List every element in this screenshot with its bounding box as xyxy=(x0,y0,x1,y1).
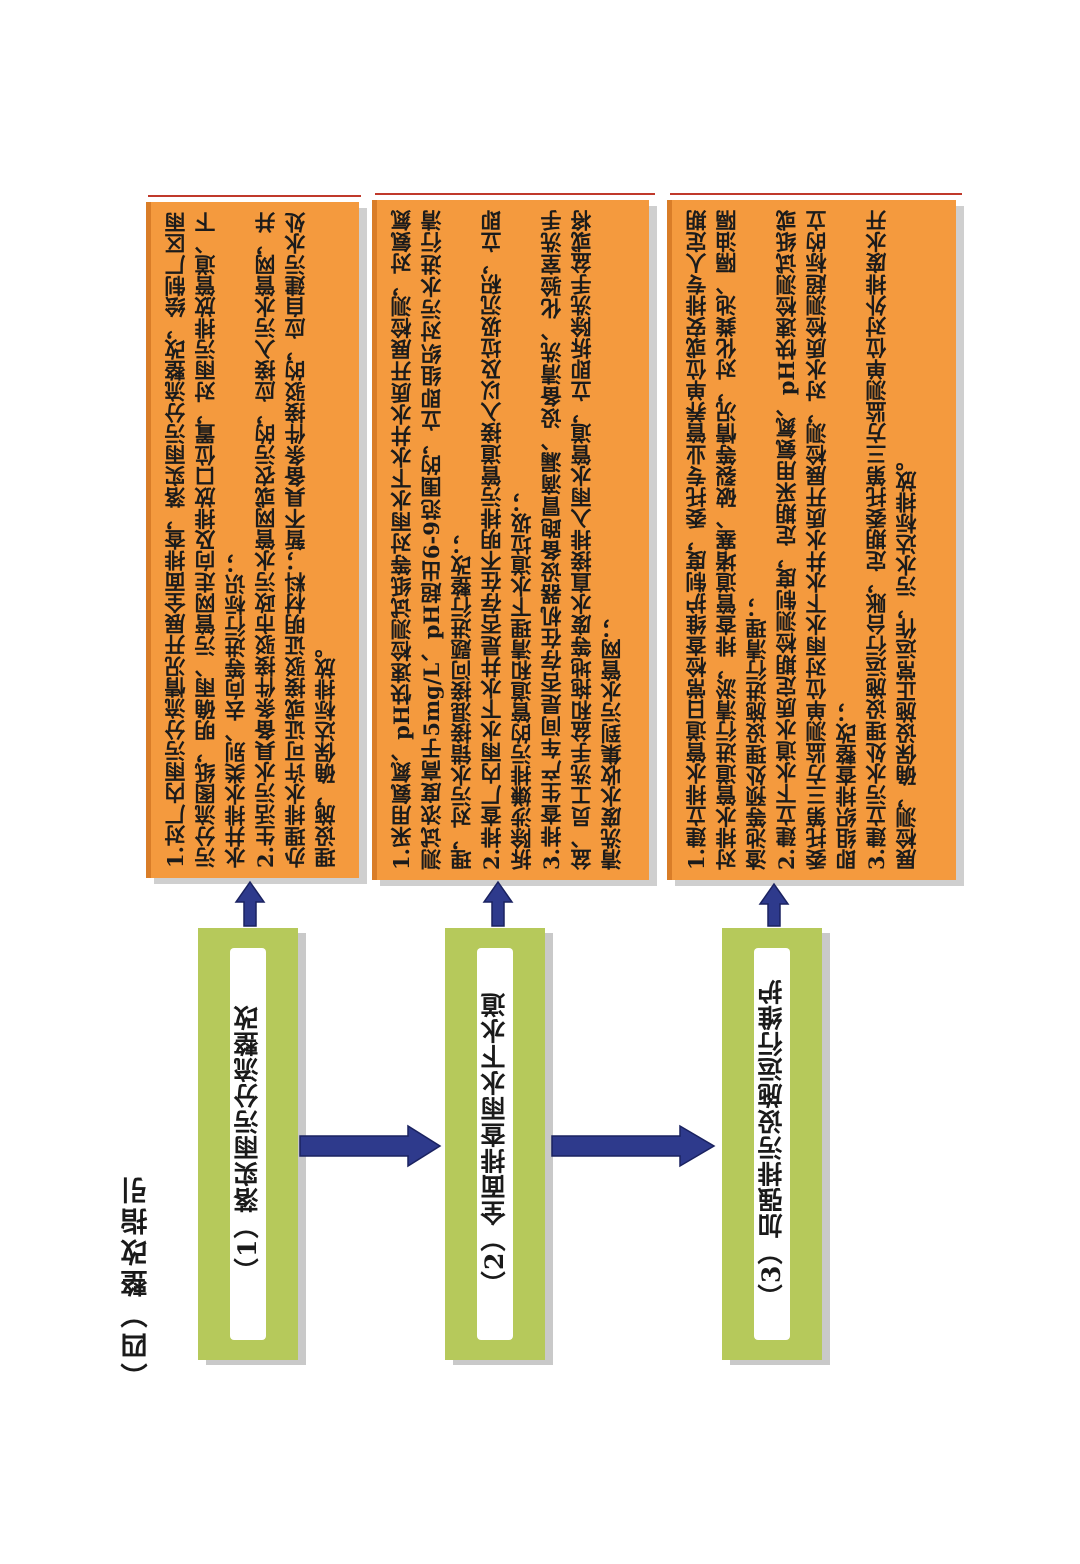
detail-top-line-2 xyxy=(375,193,655,195)
step-box-2: （2）全面排查雨水下水道 xyxy=(445,928,545,1360)
arrow-right-1 xyxy=(299,1124,442,1168)
detail-box-3: 1.建立排水管道日常检查维护制度，委托专业管养单位或安排专人定期对排水管道进行清… xyxy=(667,200,956,880)
step-box-3: （3）加强排污设施运行维护 xyxy=(722,928,822,1360)
arrow-up-2 xyxy=(482,880,514,927)
detail-top-line-1 xyxy=(148,195,361,197)
step-box-1: （1）落实雨污分流整改 xyxy=(198,928,298,1360)
arrow-up-1 xyxy=(234,880,266,927)
arrow-up-3 xyxy=(758,882,790,927)
arrow-right-2 xyxy=(551,1124,716,1168)
detail-box-1: 1.对厂内雨污分流情况开展全面排查，落实雨污分流整改，绘制厂区雨污分流图纸，明确… xyxy=(146,202,359,878)
detail-top-line-3 xyxy=(670,193,962,195)
detail-box-2: 1.采用氨氮、pH快速检测试纸等对雨水下水井水质开展检测，对氨氮测试浓度高于5m… xyxy=(372,200,649,880)
